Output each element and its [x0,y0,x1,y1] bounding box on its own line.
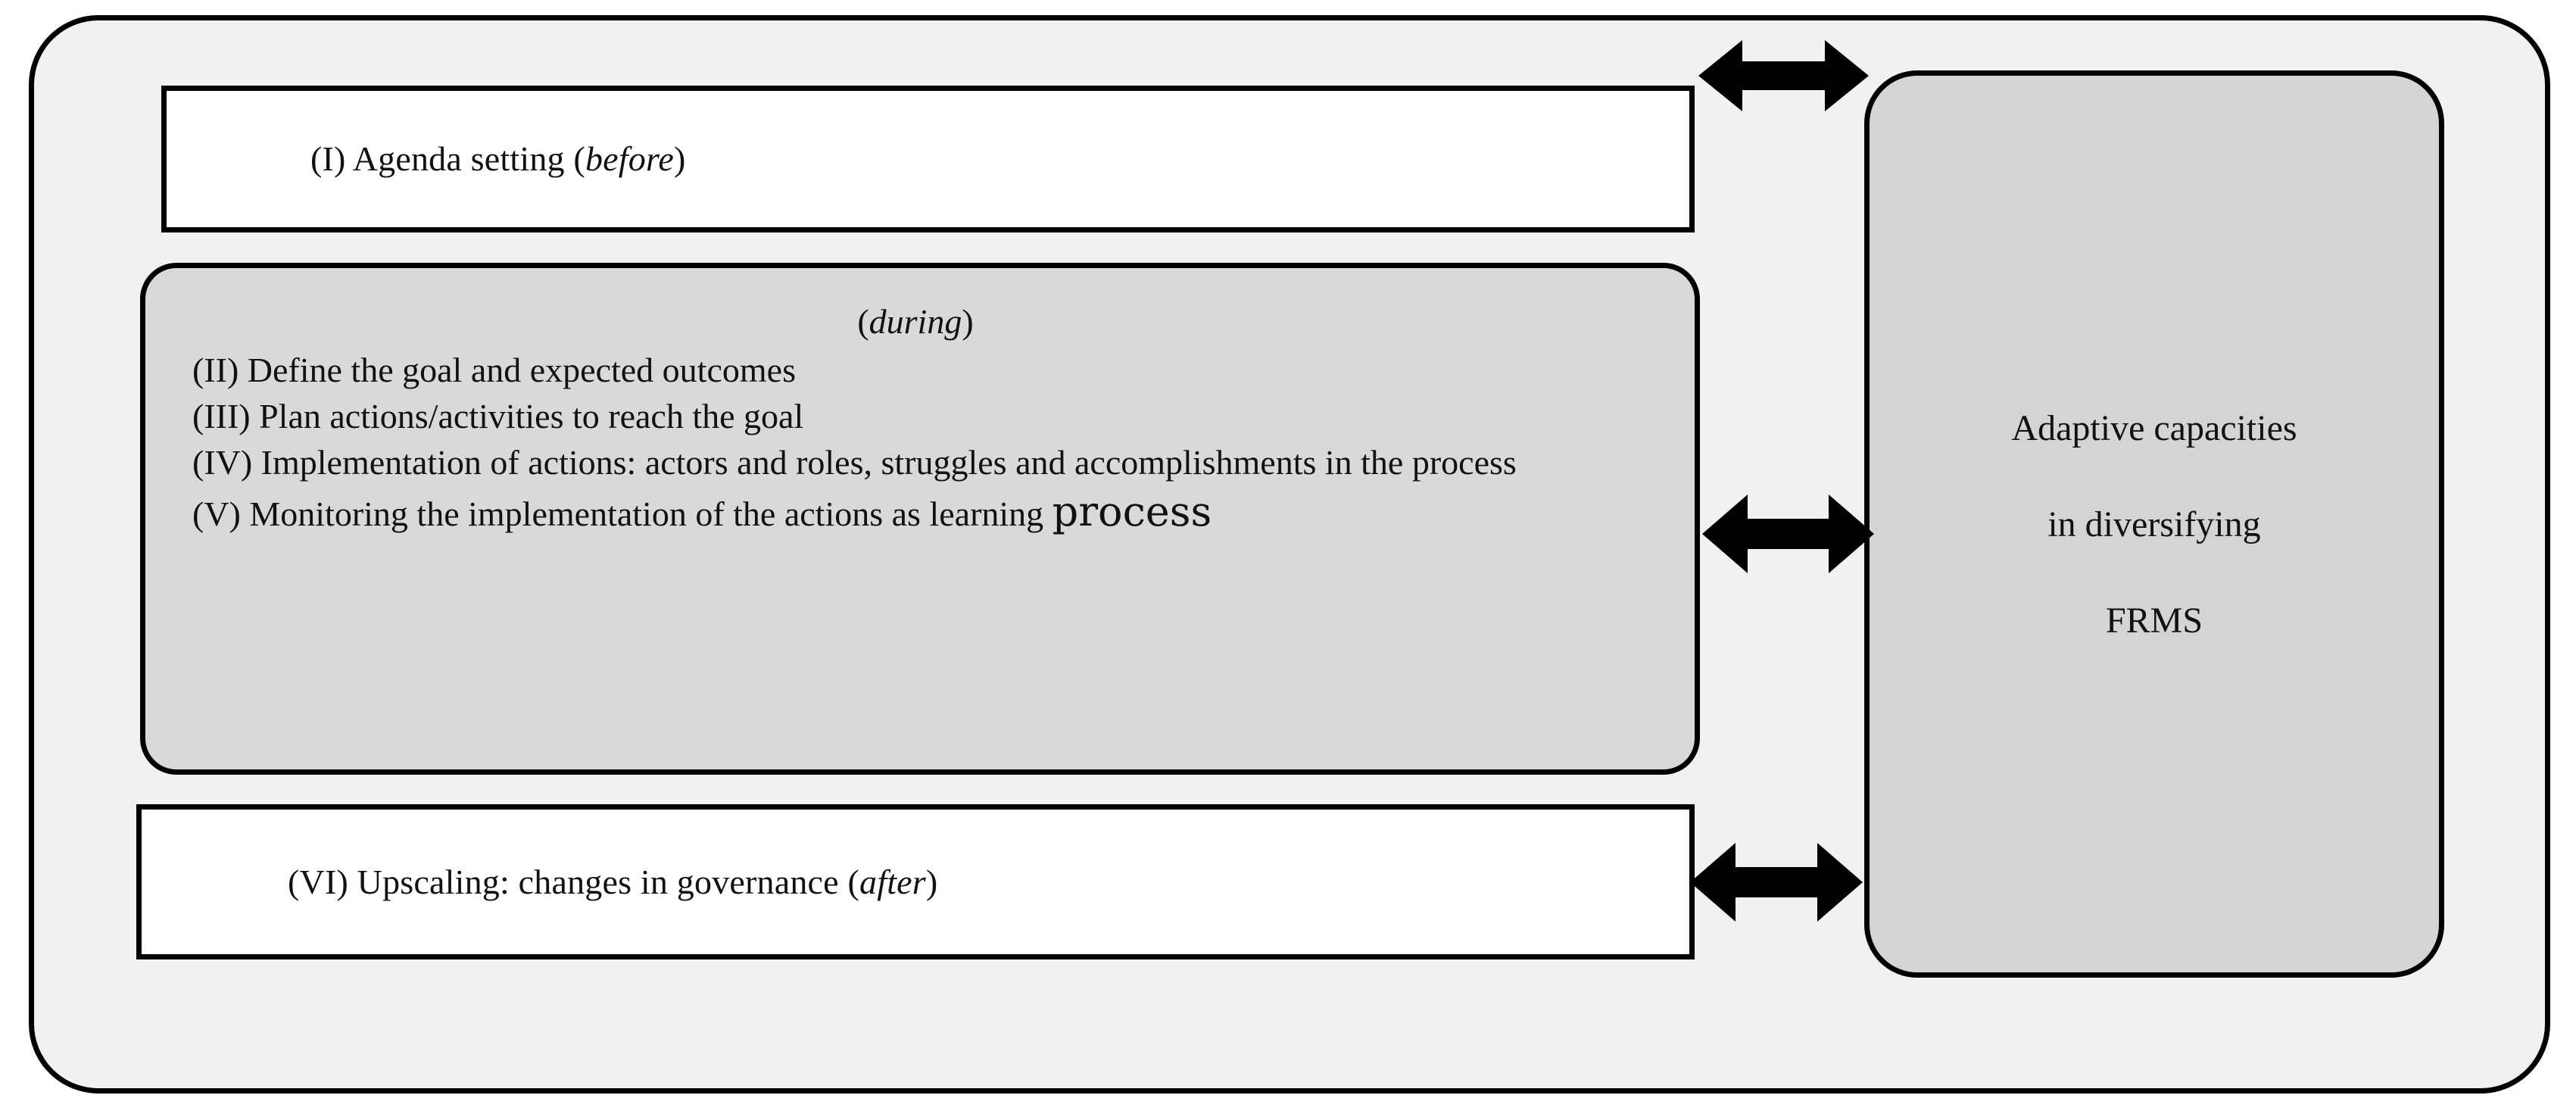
adaptive-capacities-panel: Adaptive capacities in diversifying FRMS [1864,70,2444,978]
phase-during-item-ii: (II) Define the goal and expected outcom… [192,351,796,389]
adaptive-capacities-line-3: FRMS [2105,600,2203,641]
phase-prefix-upscaling: (VI) Upscaling: changes in governance ( [288,862,860,901]
phase-during-item-iv: (IV) Implementation of actions: actors a… [192,442,1517,482]
double-arrow-icon-middle [1702,495,1874,573]
phase-suffix-agenda-setting: ) [673,139,686,179]
during-paren-close: ) [962,302,974,341]
phase-label-upscaling: (VI) Upscaling: changes in governance (a… [142,861,937,903]
double-arrow-icon-top [1698,40,1869,111]
phase-box-during: (during) (II) Define the goal and expect… [140,263,1700,775]
double-arrow-icon-bottom [1690,843,1863,922]
phase-emphasis-after: after [859,862,926,901]
phase-label-agenda-setting: (I) Agenda setting (before) [167,138,686,179]
phase-box-agenda-setting: (I) Agenda setting (before) [161,86,1695,232]
phase-during-item-v-emphasis: process [1052,488,1212,536]
phase-during-item-list: (II) Define the goal and expected outcom… [192,348,1664,539]
phase-box-upscaling: (VI) Upscaling: changes in governance (a… [136,804,1695,959]
during-paren-open: ( [857,302,869,341]
phase-header-during: (during) [167,301,1664,342]
phase-during-item-v-main: (V) Monitoring the implementation of the… [192,495,1053,534]
phase-during-item-iii: (III) Plan actions/activities to reach t… [192,396,804,435]
phase-emphasis-before: before [585,139,674,179]
during-emphasis: during [869,302,962,341]
phase-suffix-upscaling: ) [925,862,938,901]
adaptive-capacities-line-1: Adaptive capacities [2011,407,2297,448]
adaptive-capacities-line-2: in diversifying [2047,504,2261,544]
phase-during-item-v: (V) Monitoring the implementation of the… [192,485,1664,538]
phase-prefix-agenda-setting: (I) Agenda setting ( [310,139,585,179]
